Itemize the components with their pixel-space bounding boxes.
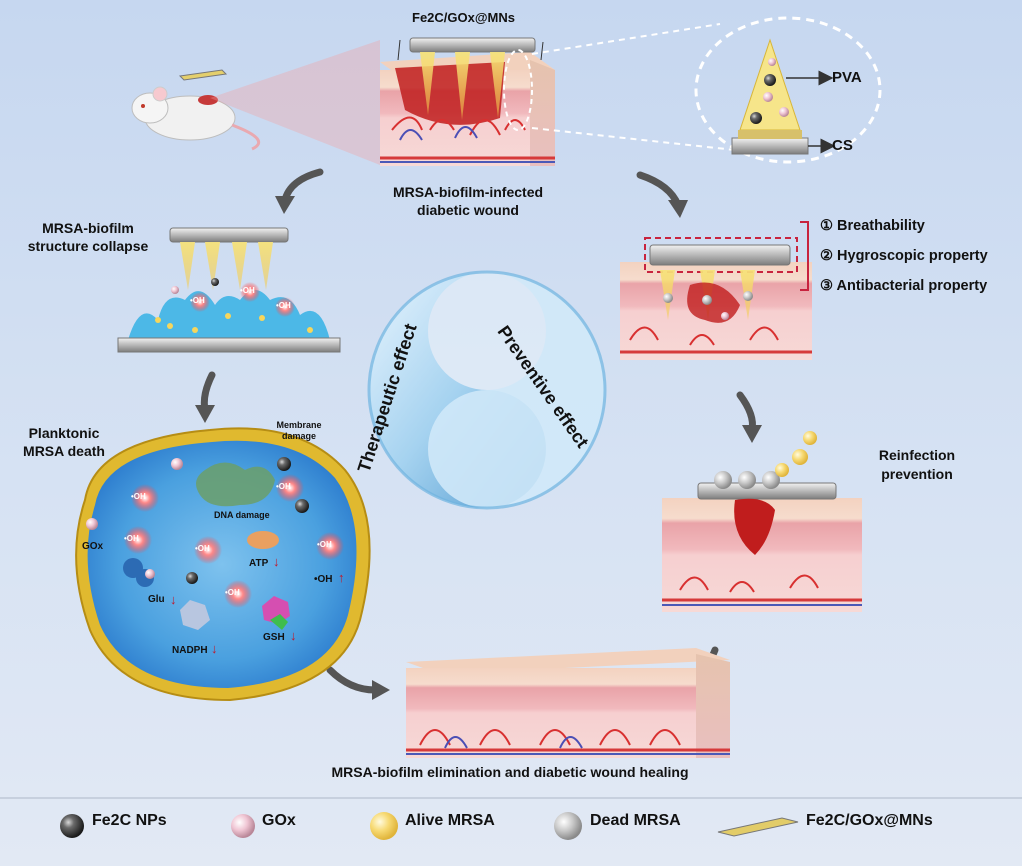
biofilm-collapse-illustration — [117, 227, 341, 353]
collapse-oh-1: •OH — [190, 296, 205, 305]
nadph-label: NADPH — [172, 645, 208, 656]
cell-oh-3: •OH — [124, 534, 139, 543]
legend-alive-icon — [370, 812, 398, 840]
healing-caption: MRSA-biofilm elimination and diabetic wo… — [331, 764, 689, 780]
legend-fe2c-icon — [60, 814, 84, 838]
zoom-beam — [210, 40, 380, 165]
planktonic-label: Planktonic MRSA death — [4, 424, 124, 460]
legend-icons — [0, 797, 1022, 840]
arrow-to-planktonic — [200, 371, 216, 414]
property-breathability: ① Breathability — [820, 218, 925, 234]
dna-damage-label: DNA damage — [214, 510, 270, 520]
gsh-down-arrow: ↓ — [290, 628, 297, 643]
collapse-oh-3: •OH — [276, 301, 291, 310]
cs-label: CS — [832, 137, 853, 154]
legend-mns-label: Fe2C/GOx@MNs — [806, 812, 933, 829]
nadph-down-arrow: ↓ — [211, 641, 218, 656]
reinfection-skin-block — [662, 431, 862, 612]
legend-alive-label: Alive MRSA — [405, 812, 495, 829]
collapse-label-line2: structure collapse — [27, 238, 149, 254]
top-title: Fe2C/GOx@MNs — [412, 10, 515, 25]
wound-label-line1: MRSA-biofilm-infected — [392, 184, 544, 200]
property-hygroscopic: ② Hygroscopic property — [820, 248, 988, 264]
planktonic-label-line1: Planktonic — [28, 425, 100, 441]
needle-detail-zoom — [531, 16, 882, 164]
glu-label: Glu — [148, 594, 165, 605]
legend-fe2c-label: Fe2C NPs — [92, 812, 167, 829]
wound-label-line2: diabetic wound — [417, 202, 519, 218]
wound-label: MRSA-biofilm-infected diabetic wound — [378, 183, 558, 219]
cell-oh-4: •OH — [195, 544, 210, 553]
collapse-oh-2: •OH — [240, 286, 255, 295]
legend-mns-icon — [717, 817, 799, 837]
arrow-to-healing-left — [326, 666, 379, 694]
healed-skin-block — [406, 648, 730, 758]
pva-label: PVA — [832, 69, 862, 86]
reinfection-label-line2: prevention — [881, 466, 953, 482]
reinfection-label: Reinfection prevention — [862, 446, 972, 484]
properties-skin-block — [620, 221, 812, 360]
bacterial-cell — [75, 427, 371, 702]
membrane-label-line1: Membrane — [276, 420, 322, 430]
legend-gox-icon — [231, 814, 255, 838]
membrane-label: Membrane damage — [264, 420, 334, 442]
legend-gox-label: GOx — [262, 812, 296, 829]
effect-yinyang — [367, 270, 607, 510]
cell-oh-1: •OH — [131, 492, 146, 501]
mouse-illustration — [131, 40, 380, 165]
atp-label: ATP — [249, 558, 269, 569]
gox-label: GOx — [82, 541, 104, 552]
collapse-label-line1: MRSA-biofilm — [42, 220, 134, 236]
top-skin-block — [380, 37, 555, 166]
oh-label: •OH — [314, 574, 333, 585]
planktonic-label-line2: MRSA death — [23, 443, 105, 459]
property-antibacterial: ③ Antibacterial property — [820, 278, 988, 294]
atp-down-arrow: ↓ — [273, 554, 280, 569]
collapse-label: MRSA-biofilm structure collapse — [8, 219, 168, 255]
cell-oh-5: •OH — [317, 540, 332, 549]
glu-down-arrow: ↓ — [170, 592, 177, 607]
oh-radicals — [124, 474, 344, 608]
membrane-label-line2: damage — [281, 431, 316, 441]
oh-up-arrow: ↑ — [338, 570, 345, 585]
arrow-to-collapse — [281, 168, 324, 204]
legend-dead-icon — [554, 812, 582, 840]
legend-dead-label: Dead MRSA — [590, 812, 681, 829]
dna-cluster — [196, 462, 275, 507]
arrow-to-reinfection — [736, 391, 756, 434]
gsh-label: GSH — [263, 632, 285, 643]
cell-oh-6: •OH — [225, 588, 240, 597]
reinfection-label-line1: Reinfection — [878, 447, 956, 463]
cell-oh-2: •OH — [276, 482, 291, 491]
